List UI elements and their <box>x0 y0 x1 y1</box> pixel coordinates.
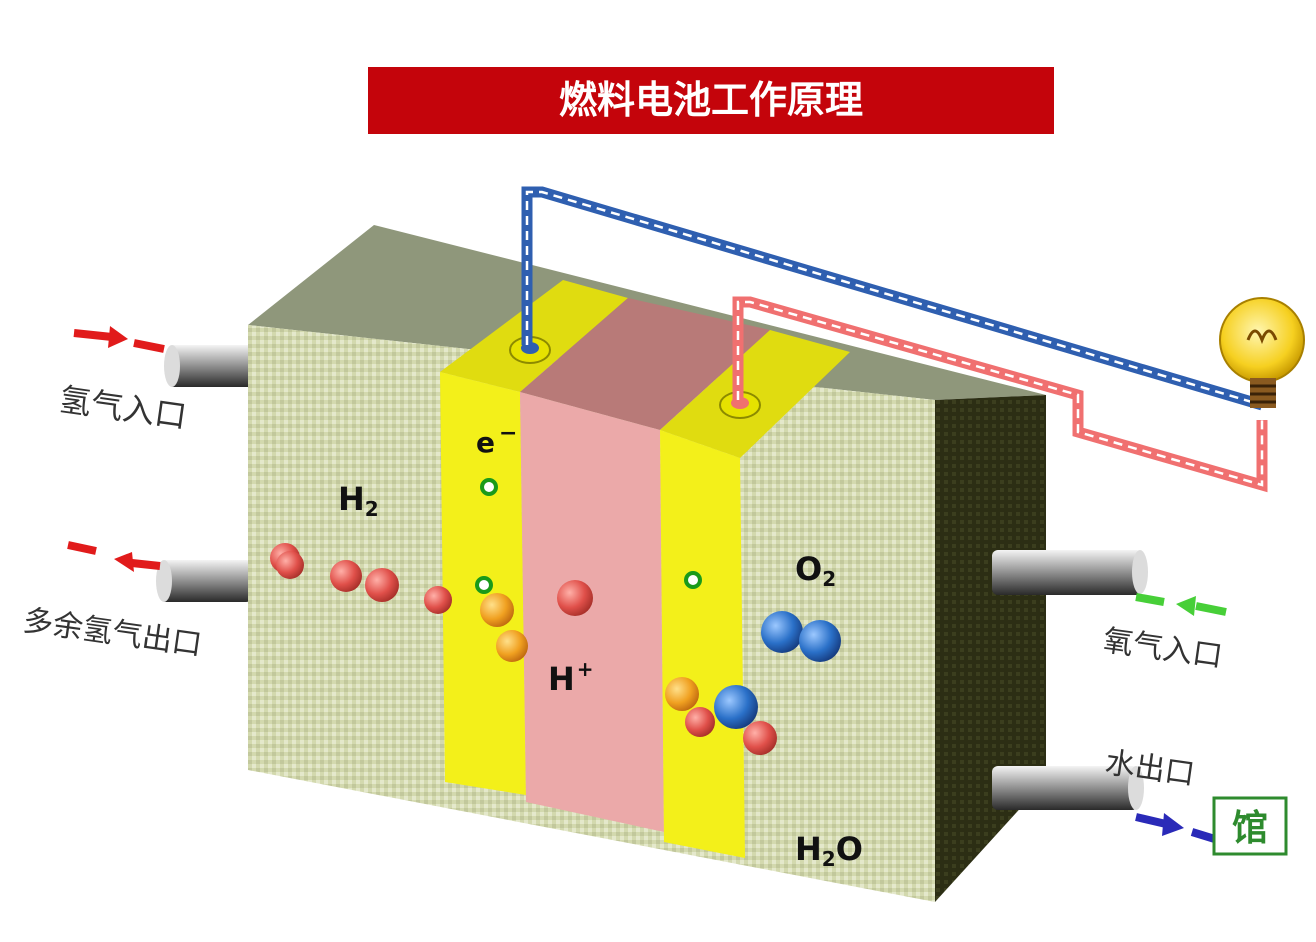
hydrogen-out-arrow <box>67 541 161 572</box>
membrane-layer <box>520 392 664 832</box>
water-outlet-pipe <box>992 766 1138 810</box>
water-label: H2O <box>795 830 863 871</box>
proton-particles <box>480 593 699 711</box>
electron-label: e− <box>476 421 517 459</box>
cathode-layer <box>660 430 745 858</box>
oxygen-label: O2 <box>795 550 836 591</box>
cell-side-face <box>935 395 1046 902</box>
proton-label: H+ <box>548 657 594 698</box>
membrane-top <box>520 298 770 430</box>
hydrogen-in-arrow <box>73 326 165 353</box>
hydrogen-molecules <box>270 543 777 755</box>
oxygen-inlet-label: 氧气入口 <box>1101 623 1225 674</box>
lightbulb-icon <box>1219 297 1305 408</box>
hydrogen-inlet-label: 氢气入口 <box>57 380 189 435</box>
watermark-text: 馆 <box>1232 808 1268 849</box>
red-wire <box>732 296 1268 493</box>
water-out-arrow <box>1135 813 1220 844</box>
oxygen-in-arrow <box>1135 593 1227 616</box>
blue-wire <box>521 186 1264 411</box>
cathode-top <box>660 330 850 458</box>
oxygen-molecules <box>714 611 841 729</box>
watermark-stamp <box>1212 796 1288 856</box>
hydrogen-outlet-label: 多余氢气出口 <box>21 603 204 663</box>
hydrogen-label: H2 <box>338 480 379 521</box>
hydrogen-outlet-pipe <box>160 560 252 602</box>
title-banner <box>368 67 1054 134</box>
electron-dots <box>475 478 702 594</box>
hydrogen-inlet-pipe <box>168 345 254 387</box>
oxygen-inlet-pipe <box>992 550 1142 595</box>
anode-top <box>440 280 628 392</box>
page-title: 燃料电池工作原理 <box>559 78 863 122</box>
